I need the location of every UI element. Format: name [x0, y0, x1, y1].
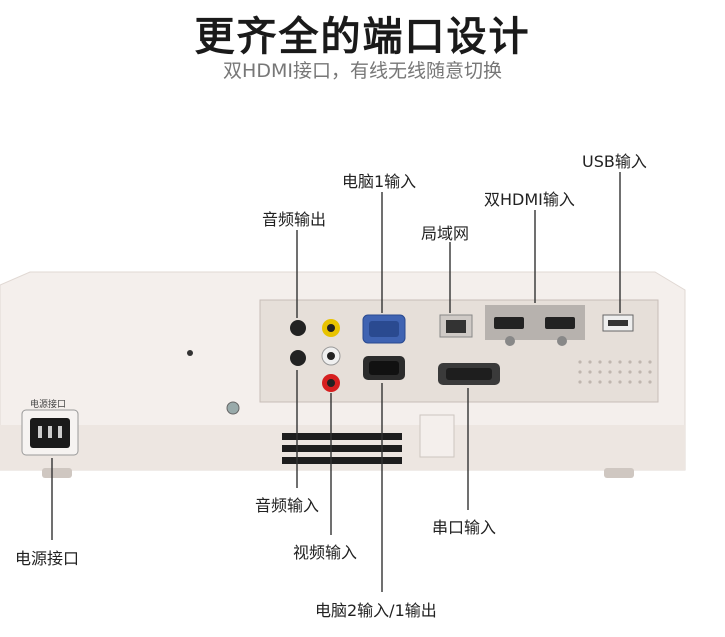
label-serial-in: 串口输入 — [432, 518, 497, 537]
label-audio-out: 音频输出 — [262, 210, 327, 229]
label-audio-in: 音频输入 — [255, 496, 320, 515]
page-subtitle: 双HDMI接口，有线无线随意切换 — [223, 60, 502, 82]
label-power: 电源接口 — [15, 549, 80, 568]
label-pc1-in: 电脑1输入 — [342, 172, 417, 191]
label-lan: 局域网 — [421, 224, 470, 243]
label-video-in: 视频输入 — [293, 543, 358, 562]
label-usb-in: USB输入 — [582, 152, 647, 171]
label-dual-hdmi: 双HDMI输入 — [484, 190, 575, 209]
label-power-small: 电源接口 — [30, 400, 67, 410]
label-pc2-in-out: 电脑2输入/1输出 — [315, 601, 437, 620]
page-title: 更齐全的端口设计 — [194, 14, 531, 60]
